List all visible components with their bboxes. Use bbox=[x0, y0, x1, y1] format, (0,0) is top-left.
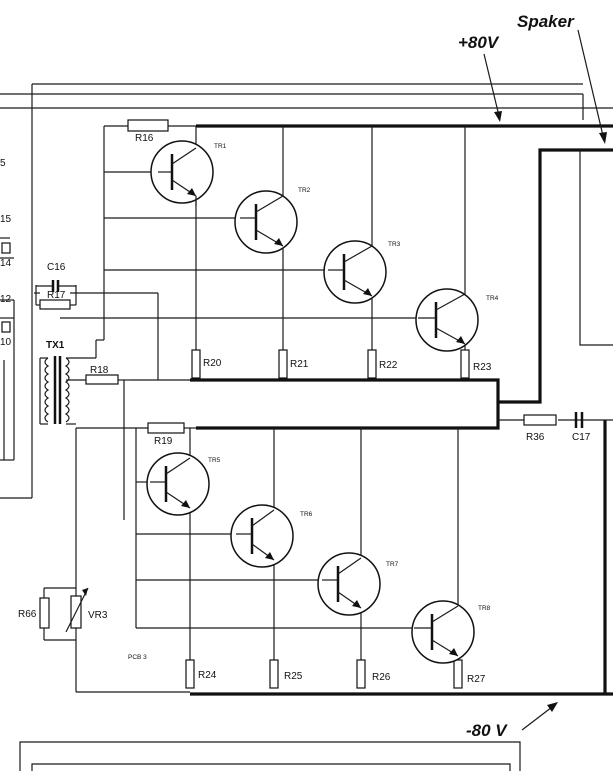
label-r26: R26 bbox=[372, 672, 391, 683]
edge-label-10: 10 bbox=[0, 337, 12, 348]
label-tr8: TR8 bbox=[478, 605, 491, 612]
label-r66: R66 bbox=[18, 609, 37, 620]
label-r22: R22 bbox=[379, 360, 398, 371]
positive-rail-label: +80V bbox=[458, 33, 500, 52]
label-r23: R23 bbox=[473, 362, 492, 373]
left-input-network bbox=[0, 119, 185, 461]
resistor-r17 bbox=[39, 299, 71, 310]
label-r24: R24 bbox=[198, 670, 217, 681]
label-c16: C16 bbox=[47, 262, 66, 273]
label-r21: R21 bbox=[290, 359, 309, 370]
label-r36: R36 bbox=[526, 432, 545, 443]
resistor-r19 bbox=[147, 422, 185, 434]
resistor-r26 bbox=[356, 659, 366, 689]
resistor-r27 bbox=[453, 659, 463, 689]
negative-rail-label: -80 V bbox=[466, 721, 508, 740]
output-bus bbox=[498, 148, 613, 404]
resistor-r24 bbox=[185, 659, 195, 689]
label-r19: R19 bbox=[154, 436, 173, 447]
edge-label-5: 5 bbox=[0, 158, 6, 169]
bottom-frame bbox=[19, 741, 521, 771]
label-tx1: TX1 bbox=[46, 340, 65, 351]
label-r20: R20 bbox=[203, 358, 222, 369]
label-tr7: TR7 bbox=[386, 561, 399, 568]
label-tr1: TR1 bbox=[214, 143, 227, 150]
label-tr6: TR6 bbox=[300, 511, 313, 518]
edge-label-14: 14 bbox=[0, 258, 12, 269]
label-tr5: TR5 bbox=[208, 457, 221, 464]
transistor-tr8 bbox=[411, 600, 475, 664]
transistor-tr5 bbox=[146, 452, 210, 516]
resistor-r20 bbox=[191, 349, 201, 379]
resistor-r18 bbox=[85, 374, 119, 385]
label-r17: R17 bbox=[47, 290, 66, 301]
transistor-tr4 bbox=[415, 288, 479, 352]
transistor-tr7 bbox=[317, 552, 381, 616]
transistor-tr6 bbox=[230, 504, 294, 568]
upper-emitter-resistors bbox=[191, 349, 470, 379]
transistor-tr2 bbox=[234, 190, 298, 254]
label-vr3: VR3 bbox=[88, 610, 108, 621]
rail-arrows bbox=[483, 29, 607, 731]
top-wiring bbox=[0, 83, 613, 499]
label-r25: R25 bbox=[284, 671, 303, 682]
transformer-tx1 bbox=[39, 356, 96, 425]
resistor-r16 bbox=[127, 119, 169, 132]
label-r16: R16 bbox=[135, 133, 154, 144]
lower-emitter-resistors bbox=[185, 659, 463, 689]
resistor-r23 bbox=[460, 349, 470, 379]
resistor-r25 bbox=[269, 659, 279, 689]
label-r18: R18 bbox=[90, 365, 109, 376]
label-pcb: PCB 3 bbox=[128, 654, 147, 661]
emitter-sum-bus-upper bbox=[190, 378, 500, 430]
label-c17: C17 bbox=[572, 432, 591, 443]
transistor-tr3 bbox=[323, 240, 387, 304]
resistor-r36 bbox=[523, 414, 557, 426]
transistor-tr1 bbox=[150, 140, 214, 206]
resistor-r22 bbox=[367, 349, 377, 379]
edge-label-12: 12 bbox=[0, 294, 12, 305]
bias-network bbox=[39, 587, 89, 641]
label-r27: R27 bbox=[467, 674, 486, 685]
speaker-label: Spaker bbox=[517, 12, 575, 31]
edge-label-15: 15 bbox=[0, 214, 12, 225]
resistor-r66 bbox=[39, 597, 50, 629]
resistor-r21 bbox=[278, 349, 288, 379]
label-tr3: TR3 bbox=[388, 241, 401, 248]
label-tr2: TR2 bbox=[298, 187, 311, 194]
label-tr4: TR4 bbox=[486, 295, 499, 302]
